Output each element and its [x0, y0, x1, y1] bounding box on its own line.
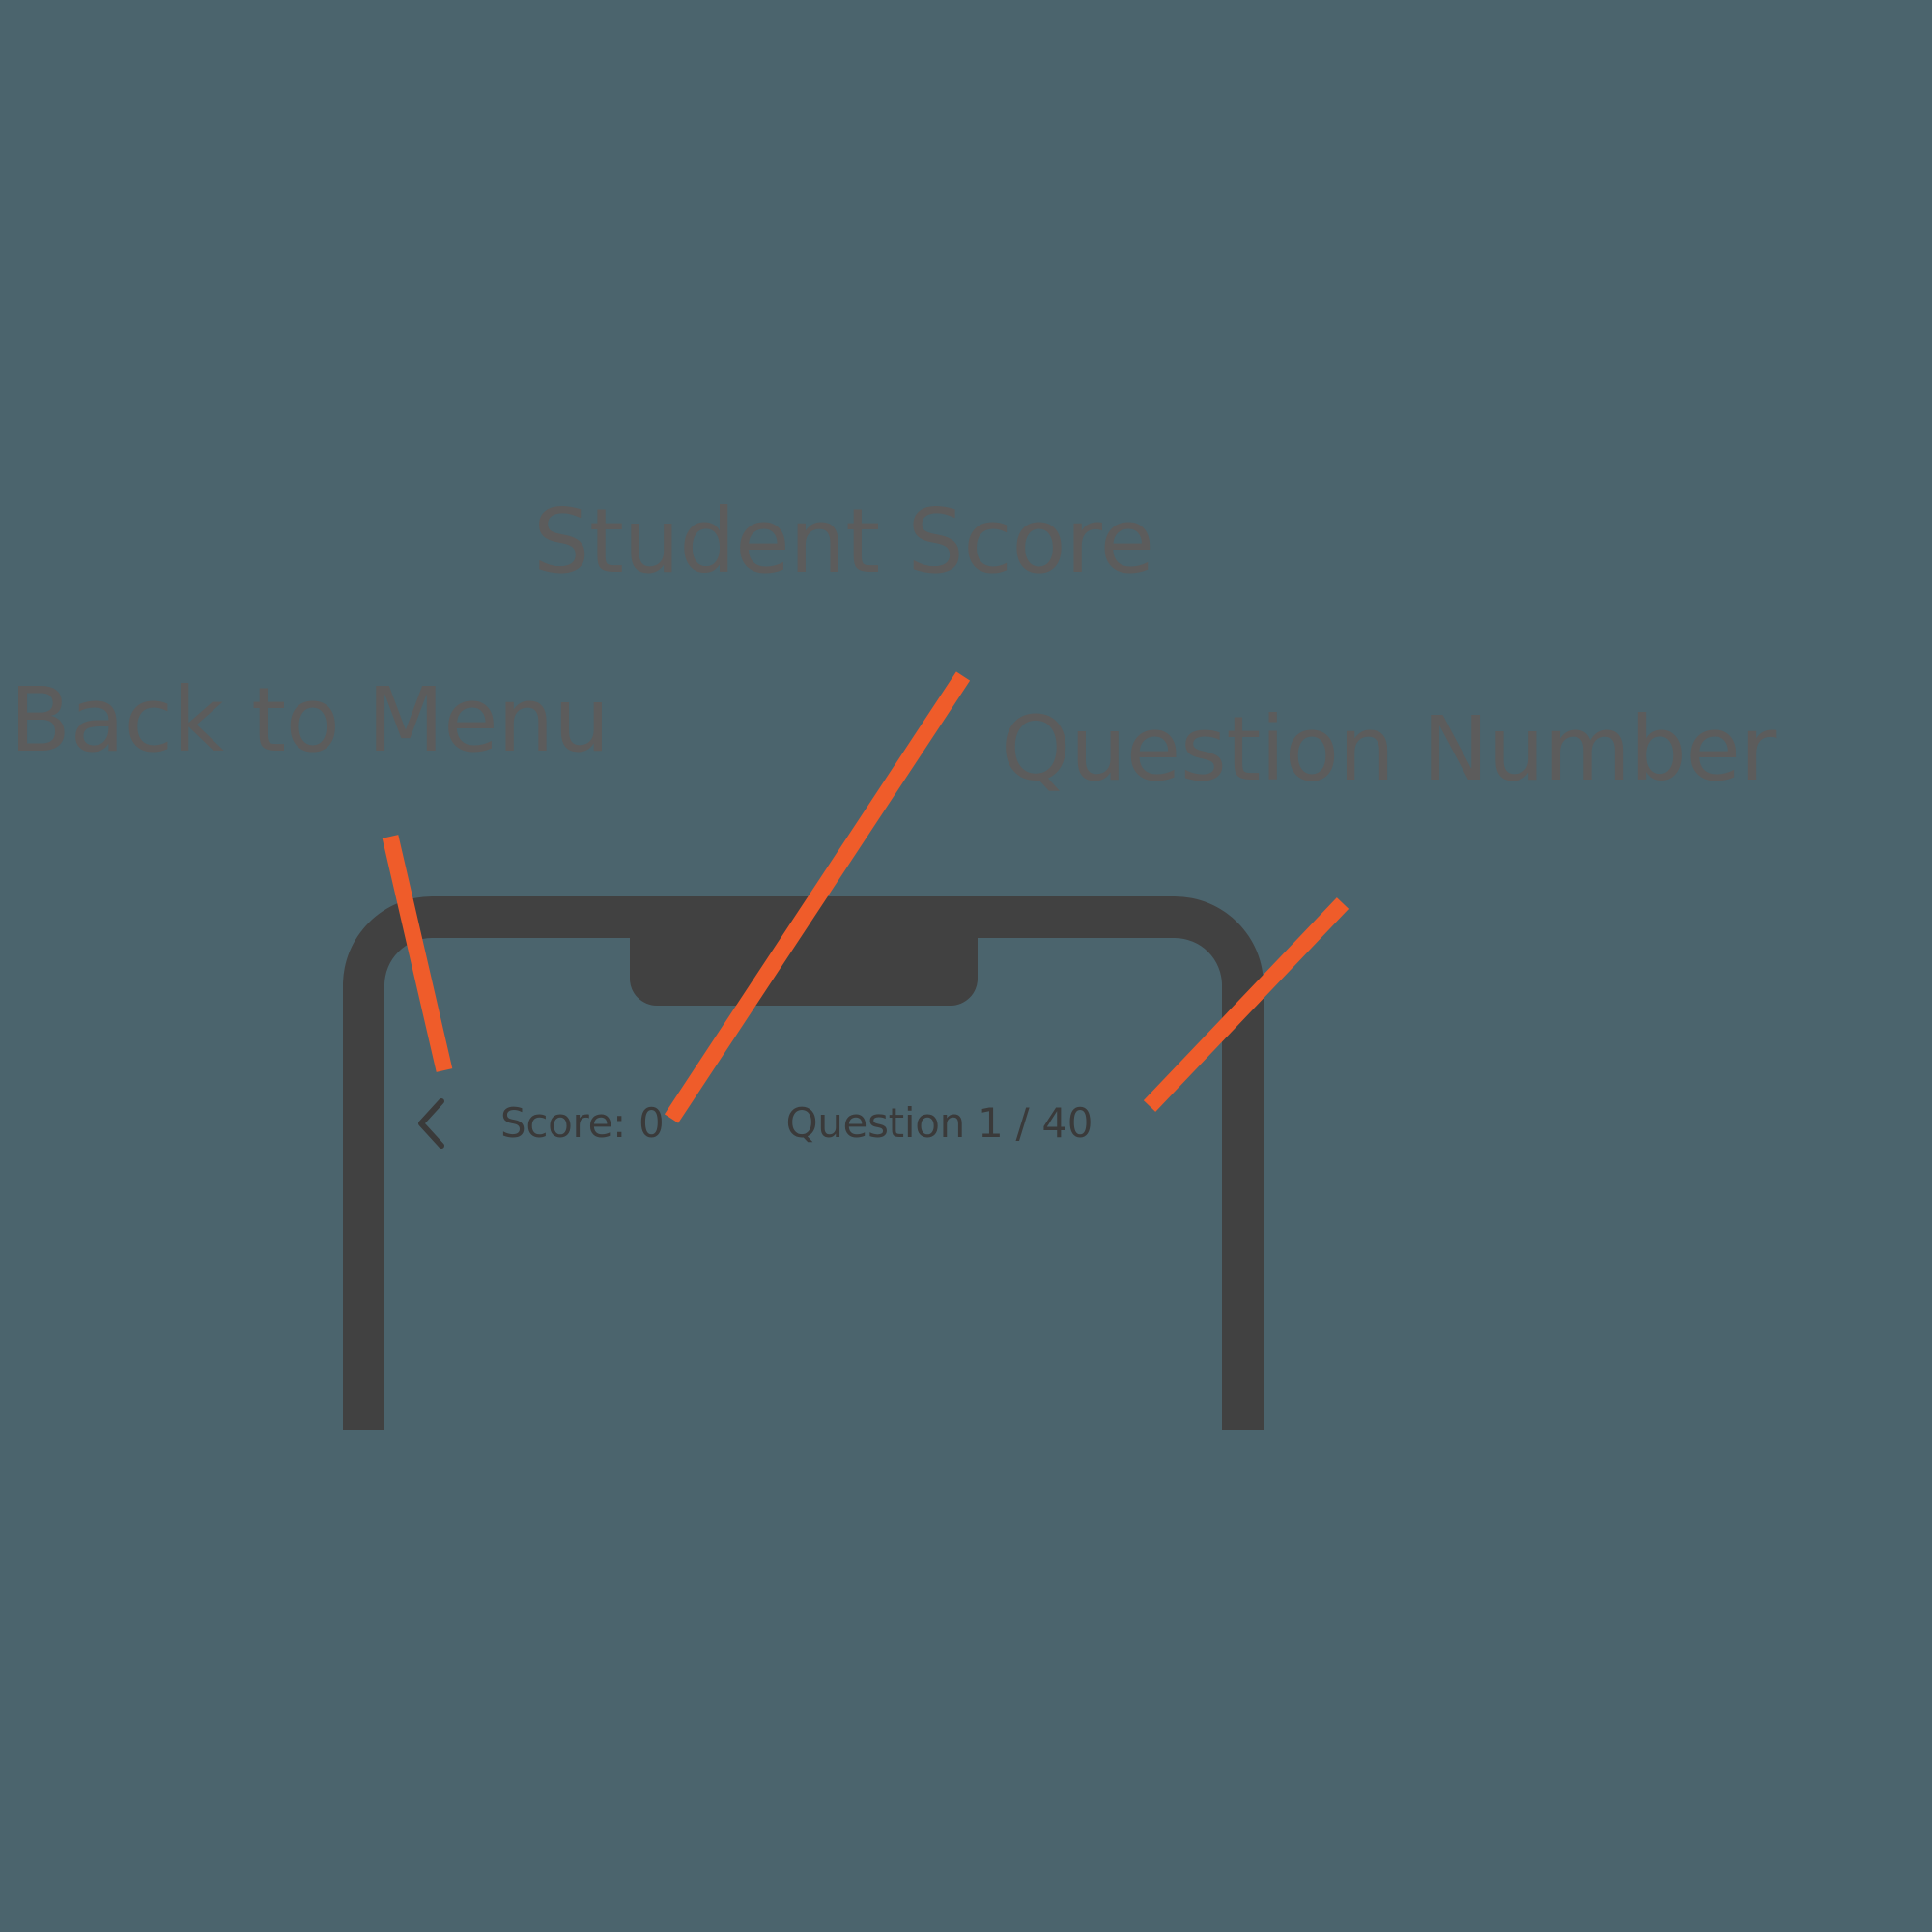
question-number-display: Question 1 / 40 [785, 1099, 1094, 1147]
annotation-label-question-number: Question Number [1001, 697, 1776, 801]
phone-screen: Score: 0 Question 1 / 40 [384, 938, 1222, 1430]
annotation-label-student-score: Student Score [533, 490, 1154, 593]
chevron-left-icon [418, 1098, 444, 1149]
app-header-bar: Score: 0 Question 1 / 40 [384, 1085, 1222, 1162]
back-to-menu-button[interactable] [384, 1097, 477, 1150]
phone-mockup-frame: Score: 0 Question 1 / 40 [343, 896, 1264, 1430]
student-score-display: Score: 0 [500, 1099, 665, 1147]
annotation-label-back-to-menu: Back to Menu [10, 668, 610, 772]
phone-notch [629, 938, 978, 1006]
